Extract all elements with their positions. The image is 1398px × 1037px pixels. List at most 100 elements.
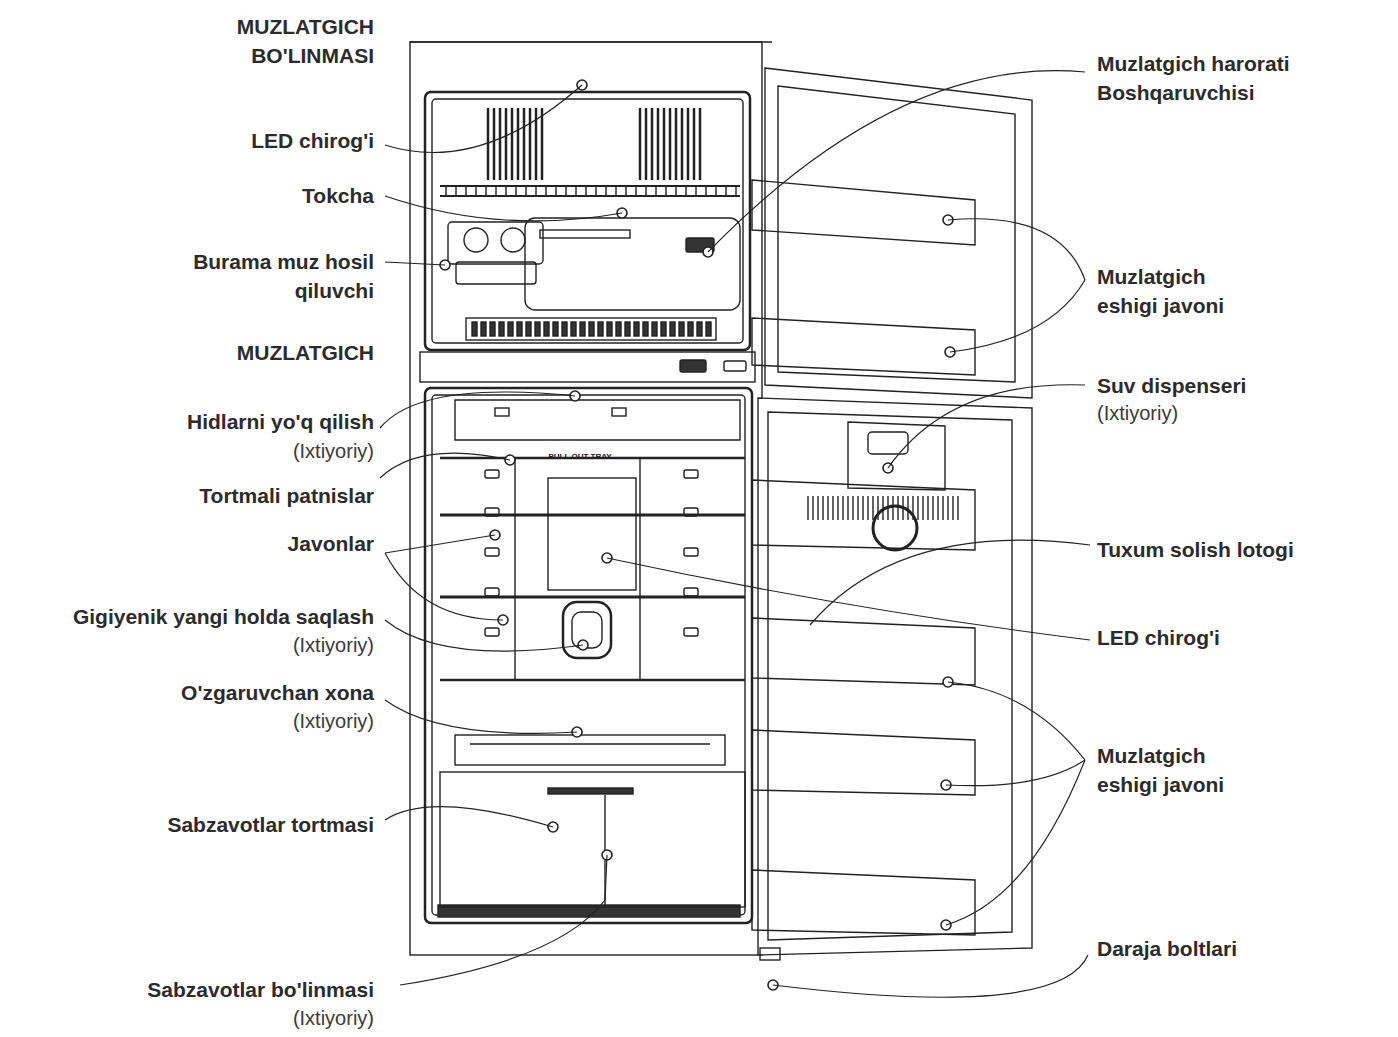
- part-label: Hidlarni yo'q qilish: [74, 407, 374, 436]
- leader-line: [385, 807, 553, 827]
- part-label: Muzlatgich harorati Boshqaruvchisi: [1097, 49, 1395, 107]
- egg-ridges: [952, 496, 953, 520]
- vent-grill: [688, 322, 693, 336]
- egg-ridges: [922, 496, 923, 520]
- fridge-door: [752, 730, 975, 795]
- fridge-interior: [495, 408, 509, 416]
- egg-ridges: [957, 496, 958, 520]
- leader-line: [946, 760, 1085, 786]
- evaporator-fins: [523, 108, 526, 180]
- evaporator-fins: [493, 108, 496, 180]
- evaporator-fins: [669, 108, 672, 180]
- cabinet: [425, 388, 752, 923]
- egg-ridges: [827, 496, 828, 520]
- evaporator-fins: [488, 108, 700, 180]
- shelf-grid: [645, 186, 646, 196]
- vent-grill: [490, 322, 495, 336]
- evaporator-fins: [541, 108, 544, 180]
- leader-line: [380, 453, 510, 478]
- evaporator-fins: [651, 108, 654, 180]
- shelf-pegs: [684, 628, 698, 636]
- fridge-door: [873, 506, 917, 550]
- leader-line: [948, 682, 1085, 760]
- egg-ridges: [927, 496, 928, 520]
- leader-line: [950, 280, 1085, 352]
- shelf-pegs: [485, 628, 499, 636]
- egg-ridges: [808, 496, 958, 520]
- part-label: Sabzavotlar tortmasi: [74, 810, 374, 839]
- vent-grill: [562, 322, 567, 336]
- evaporator-fins: [487, 108, 490, 180]
- egg-ridges: [947, 496, 948, 520]
- shelf-grid: [445, 186, 446, 196]
- freezer-interior: [540, 230, 630, 238]
- shelf-grid: [455, 186, 456, 196]
- egg-ridges: [902, 496, 903, 520]
- shelf-grid: [535, 186, 536, 196]
- vent-grill: [517, 322, 522, 336]
- egg-ridges: [887, 496, 888, 520]
- shelf-grid: [675, 186, 676, 196]
- vent-grill: [607, 322, 612, 336]
- evaporator-fins: [675, 108, 678, 180]
- evaporator-fins: [511, 108, 514, 180]
- leader-line: [773, 955, 1088, 997]
- fridge-interior: [548, 788, 633, 794]
- vent-grill: [670, 322, 675, 336]
- evaporator-fins: [693, 108, 696, 180]
- cabinet: [410, 42, 762, 955]
- leader-line: [385, 553, 503, 620]
- freezer-interior: [448, 222, 543, 264]
- leader-line: [380, 392, 575, 428]
- shelf-grid: [525, 186, 526, 196]
- egg-ridges: [872, 496, 873, 520]
- shelf-grid: [735, 186, 736, 196]
- shelf-grid: [465, 186, 466, 196]
- fridge-interior: [440, 400, 745, 907]
- egg-ridges: [907, 496, 908, 520]
- egg-ridges: [867, 496, 868, 520]
- shelf-grid: [495, 186, 496, 196]
- egg-ridges: [942, 496, 943, 520]
- shelf-grid: [505, 186, 506, 196]
- egg-ridges: [842, 496, 843, 520]
- part-label: LED chirog'i: [1097, 623, 1392, 652]
- part-label: Tokcha: [124, 181, 374, 210]
- shelf-grid: [555, 186, 556, 196]
- evaporator-fins: [699, 108, 702, 180]
- cabinet: [432, 99, 743, 343]
- vent-grill: [634, 322, 639, 336]
- shelf-grid: [446, 186, 736, 196]
- egg-ridges: [917, 496, 918, 520]
- part-label: Javonlar: [74, 529, 374, 558]
- egg-ridges: [807, 496, 808, 520]
- vent-grill: [472, 322, 477, 336]
- evaporator-fins: [681, 108, 684, 180]
- evaporator-fins: [517, 108, 520, 180]
- part-label: (Ixtiyoriy): [174, 707, 374, 736]
- callout-dot: [440, 80, 955, 990]
- shelf-pegs: [485, 508, 499, 516]
- leader-line: [385, 535, 495, 553]
- shelf-grid: [595, 186, 596, 196]
- vent-grill: [661, 322, 666, 336]
- vent-grill: [499, 322, 504, 336]
- fridge-interior: [455, 735, 725, 765]
- shelf-pegs: [485, 588, 499, 596]
- leader-line: [385, 262, 445, 265]
- part-label: Tuxum solish lotogi: [1097, 535, 1392, 564]
- vent-grill: [508, 322, 513, 336]
- evaporator-fins: [639, 108, 642, 180]
- vent-grill: [580, 322, 585, 336]
- fridge-interior: [612, 408, 626, 416]
- fridge-interior: [440, 772, 745, 907]
- freezer-interior: [440, 185, 740, 187]
- fridge-door: [752, 618, 975, 685]
- freezer-interior: [464, 228, 488, 252]
- cabinet: [420, 352, 755, 382]
- part-label: LED chirog'i: [124, 126, 374, 155]
- leader-line: [385, 620, 583, 651]
- shelf-pegs: [684, 588, 698, 596]
- shelf-grid: [585, 186, 586, 196]
